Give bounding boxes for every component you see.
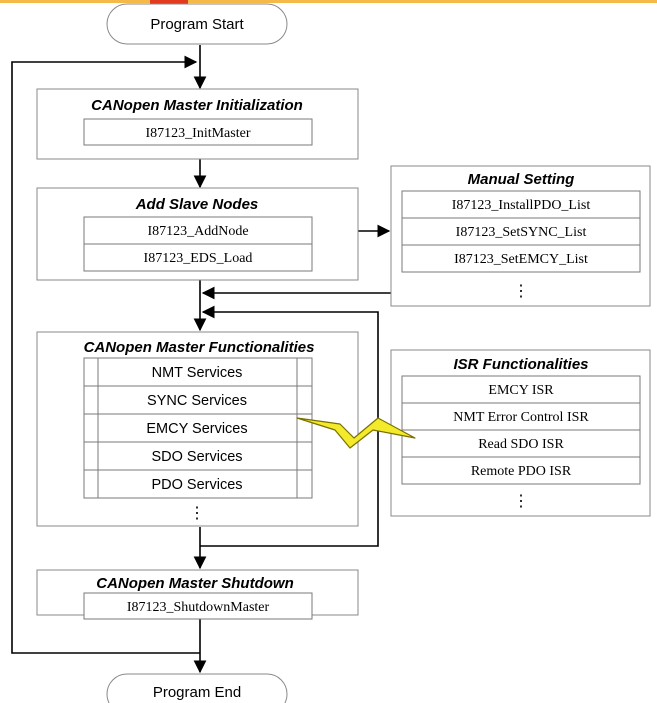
end-label: Program End — [153, 684, 241, 701]
isr-item: EMCY ISR — [488, 383, 554, 398]
lightning-bolt-icon — [296, 417, 416, 449]
start-label: Program Start — [150, 16, 244, 33]
isr-ellipsis: ⋮ — [513, 493, 529, 510]
header-bar — [0, 0, 657, 3]
init-block: CANopen Master Initialization I87123_Ini… — [36, 88, 359, 160]
isr-block: ISR Functionalities EMCY ISR NMT Error C… — [390, 349, 651, 517]
functionality-item: SYNC Services — [147, 393, 247, 409]
functionalities-ellipsis: ⋮ — [189, 505, 205, 522]
manual-item: I87123_SetSYNC_List — [456, 225, 587, 240]
functionalities-block: CANopen Master Functionalities NMT Servi… — [36, 331, 359, 527]
shutdown-item: I87123_ShutdownMaster — [127, 600, 270, 615]
manual-setting-block: Manual Setting I87123_InstallPDO_List I8… — [390, 165, 651, 307]
header-bar-accent — [150, 0, 188, 4]
manual-title: Manual Setting — [468, 171, 575, 188]
shutdown-block: CANopen Master Shutdown I87123_ShutdownM… — [36, 569, 359, 620]
isr-item: NMT Error Control ISR — [453, 410, 589, 425]
shutdown-title: CANopen Master Shutdown — [96, 575, 294, 592]
manual-item: I87123_SetEMCY_List — [454, 252, 588, 267]
init-title: CANopen Master Initialization — [91, 97, 303, 114]
add-slave-item: I87123_AddNode — [147, 224, 248, 239]
isr-title: ISR Functionalities — [453, 356, 588, 373]
isr-item: Read SDO ISR — [478, 437, 564, 452]
start-terminal: Program Start — [106, 3, 288, 45]
functionality-item: PDO Services — [151, 477, 242, 493]
functionality-item: SDO Services — [151, 449, 242, 465]
functionality-item: EMCY Services — [146, 421, 247, 437]
isr-item: Remote PDO ISR — [471, 464, 572, 479]
add-slave-item: I87123_EDS_Load — [144, 251, 253, 266]
end-terminal: Program End — [106, 673, 288, 703]
functionality-item: NMT Services — [152, 365, 243, 381]
add-slave-title: Add Slave Nodes — [135, 196, 259, 213]
init-item: I87123_InitMaster — [146, 126, 251, 141]
manual-ellipsis: ⋮ — [513, 283, 529, 300]
functionalities-title: CANopen Master Functionalities — [84, 339, 315, 356]
add-slave-block: Add Slave Nodes I87123_AddNode I87123_ED… — [36, 187, 359, 281]
manual-item: I87123_InstallPDO_List — [452, 198, 591, 213]
